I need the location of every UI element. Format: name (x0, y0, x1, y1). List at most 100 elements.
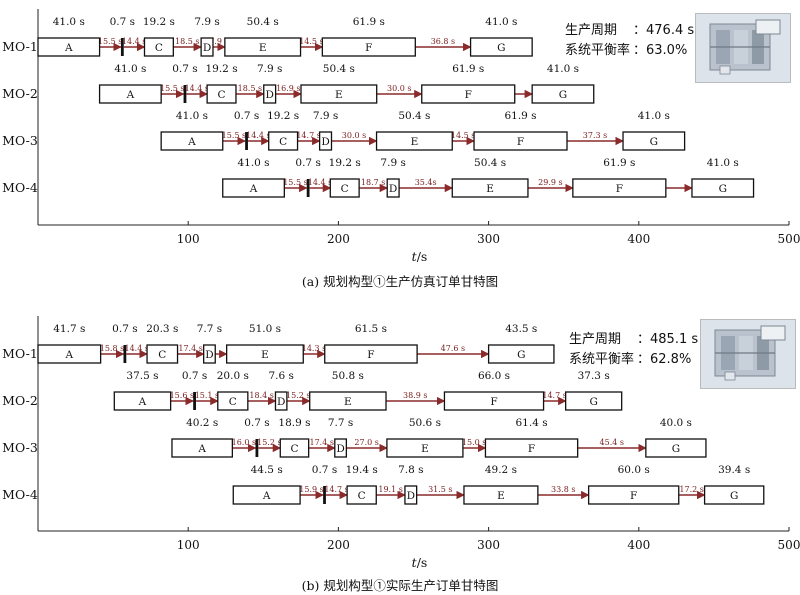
task-name-label: C (229, 396, 237, 408)
task-duration-label: 37.5 s (126, 370, 158, 382)
x-tick-label: 400 (627, 538, 650, 552)
stat-value: ：485.1 s (637, 332, 699, 347)
task-bar-c (206, 84, 237, 104)
interval-label: 15.1 s (195, 391, 219, 400)
interval-label: 14.3 s (302, 344, 326, 353)
task-bar-d (263, 84, 277, 104)
interval-label: 15.6 s (170, 391, 194, 400)
task-duration-label: 41.0 s (485, 16, 517, 28)
task-duration-label: 7.9 s (313, 110, 338, 122)
caption-simulation: (a) 规划构型①生产仿真订单甘特图 (301, 274, 499, 289)
task-duration-label: 44.5 s (251, 464, 283, 476)
task-name-label: E (486, 183, 494, 195)
task-name-label: A (187, 136, 196, 148)
task-duration-label: 40.2 s (186, 417, 218, 429)
caption-actual: (b) 规划构型①实际生产订单甘特图 (301, 578, 499, 593)
task-bar-g (531, 84, 595, 104)
task-name-label: C (341, 183, 349, 195)
interval-label: 37.3 s (583, 131, 607, 140)
task-name-label: G (650, 136, 658, 148)
task-name-label: A (126, 89, 135, 101)
task-duration-label: 61.9 s (603, 157, 635, 169)
task-name-label: D (205, 349, 213, 361)
task-bar-g (469, 37, 533, 57)
task-marker-b (306, 179, 310, 197)
task-duration-label: 0.7 s (312, 464, 337, 476)
layout-thumbnail-image (695, 13, 791, 83)
task-bar-d (334, 438, 348, 458)
stat-cycle-time: 生产周期 ：485.1 s (569, 330, 698, 350)
task-bar-d (318, 131, 333, 151)
task-duration-label: 0.7 s (172, 63, 197, 75)
task-name-label: F (616, 183, 623, 195)
task-name-label: E (344, 396, 352, 408)
task-duration-label: 41.0 s (547, 63, 579, 75)
interval-label: 14.4 s (308, 178, 332, 187)
factory-layout-icon (701, 320, 795, 388)
stat-label: 系统平衡率 (565, 43, 631, 58)
task-duration-label: 0.7 s (295, 157, 320, 169)
x-tick-label: 400 (627, 232, 650, 246)
task-name-label: G (672, 443, 680, 455)
interval-label: 18.7 s (361, 178, 385, 187)
task-duration-label: 61.9 s (452, 63, 484, 75)
task-bar-a (160, 131, 224, 151)
task-name-label: E (497, 490, 505, 502)
task-bar-d (274, 391, 288, 411)
task-name-label: E (261, 349, 269, 361)
task-bar-c (146, 344, 179, 364)
task-duration-label: 19.4 s (346, 464, 378, 476)
task-duration-label: 41.0 s (176, 110, 208, 122)
task-name-label: F (367, 349, 374, 361)
task-duration-label: 61.4 s (516, 417, 548, 429)
task-name-label: A (64, 42, 73, 54)
task-duration-label: 50.4 s (247, 16, 279, 28)
task-name-label: A (197, 443, 206, 455)
task-marker-b (193, 392, 196, 410)
task-name-label: C (290, 443, 298, 455)
task-bar-c (346, 485, 377, 505)
stat-balance-rate: 系统平衡率 ：62.8% (569, 350, 698, 370)
factory-layout-icon (696, 14, 790, 82)
x-tick-label: 300 (477, 538, 500, 552)
task-name-label: G (497, 42, 505, 54)
task-name-label: D (203, 42, 211, 54)
order-label: MO-2 (2, 393, 38, 408)
task-marker-b (323, 486, 326, 504)
task-duration-label: 41.7 s (53, 323, 85, 335)
task-duration-label: 41.0 s (53, 16, 85, 28)
stat-value: ：62.8% (637, 352, 692, 367)
task-bar-d (203, 344, 216, 364)
task-bar-f (324, 344, 418, 364)
interval-label: 17.4 s (178, 344, 202, 353)
order-label: MO-3 (2, 440, 38, 455)
task-name-label: G (719, 183, 727, 195)
task-duration-label: 19.2 s (205, 63, 237, 75)
task-bar-g (691, 178, 755, 198)
x-axis-label: t/s (412, 249, 428, 264)
task-duration-label: 50.4 s (323, 63, 355, 75)
task-bar-e (463, 485, 539, 505)
task-name-label: E (335, 89, 343, 101)
task-bar-a (37, 344, 102, 364)
interval-label: 7.9 s (209, 37, 228, 46)
x-tick-label: 300 (477, 232, 500, 246)
interval-label: 45.4 s (600, 438, 624, 447)
interval-label: 17.4 s (309, 438, 333, 447)
stat-value: ：63.0% (633, 43, 688, 58)
task-bar-a (37, 37, 101, 57)
x-tick-label: 100 (177, 232, 200, 246)
interval-label: 38.9 s (403, 391, 427, 400)
interval-label: 15.2 s (257, 438, 281, 447)
task-name-label: C (158, 349, 166, 361)
task-bar-g (487, 344, 555, 364)
interval-label: 31.5 s (428, 485, 452, 494)
task-bar-d (404, 485, 418, 505)
task-bar-e (309, 391, 387, 411)
task-duration-label: 7.9 s (380, 157, 405, 169)
interval-label: 15.5 s (283, 178, 307, 187)
task-bar-e (300, 84, 378, 104)
